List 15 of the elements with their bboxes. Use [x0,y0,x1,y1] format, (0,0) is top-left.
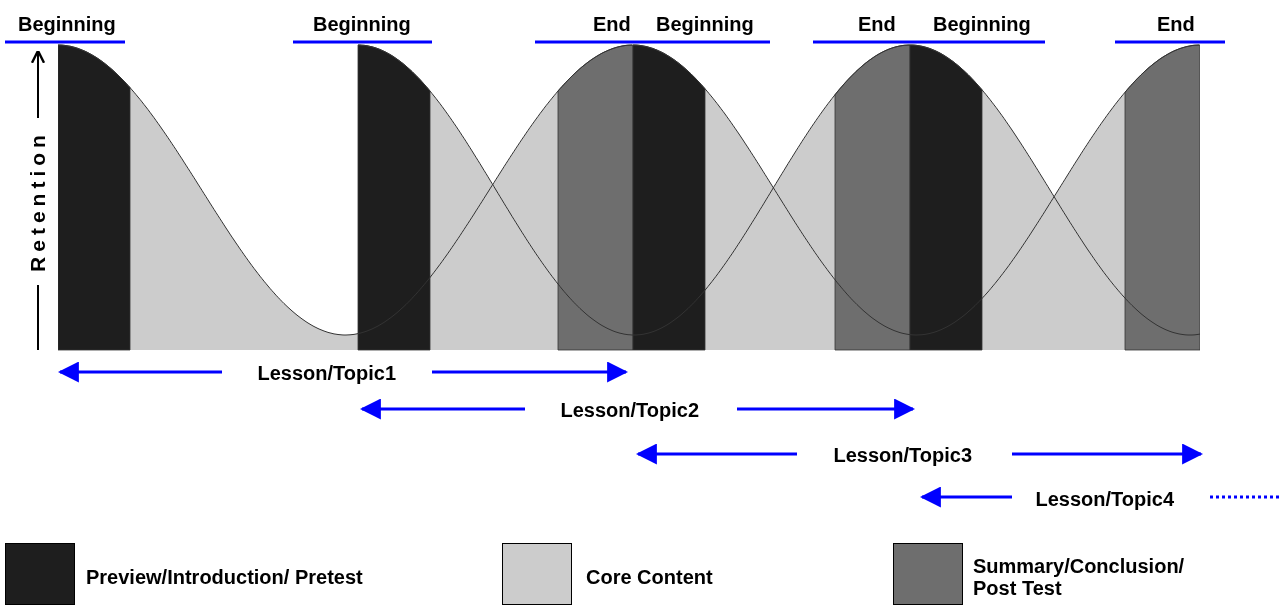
stage-label: Beginning [933,13,1031,35]
legend-label: Preview/Introduction/ Pretest [86,566,364,588]
stage-label: End [1157,13,1195,35]
stage-label: Beginning [313,13,411,35]
stage-label: Beginning [656,13,754,35]
span-label: Lesson/Topic1 [257,362,397,384]
span-label: Lesson/Topic4 [1035,488,1175,510]
span-label: Lesson/Topic2 [560,399,700,421]
legend-label: Core Content [586,566,714,588]
axis-title: Retention [26,130,49,272]
span-label: Lesson/Topic3 [833,444,973,466]
legend-label: Summary/Conclusion/ Post Test [973,555,1186,599]
stage-label: Beginning [18,13,116,35]
stage-label: End [858,13,896,35]
stage-label: End [593,13,631,35]
